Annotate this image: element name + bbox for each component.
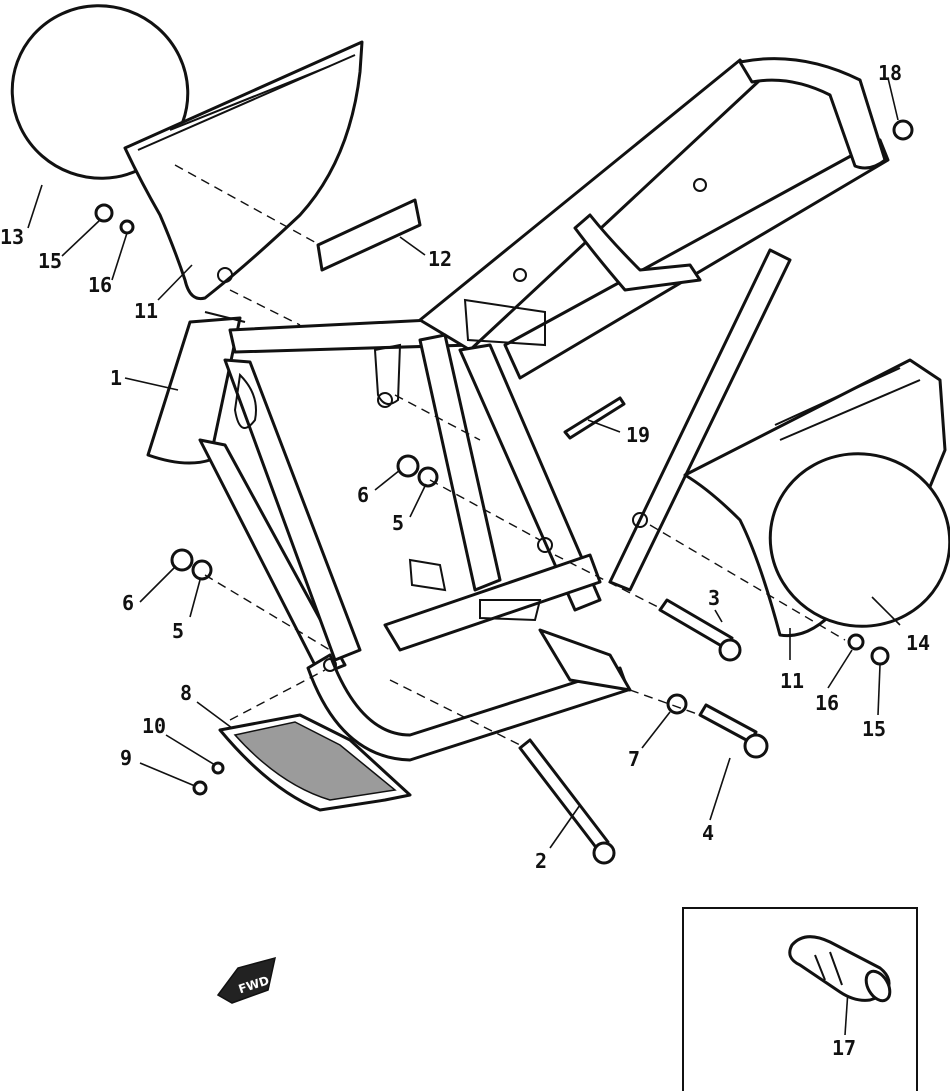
main-frame: [146, 57, 890, 762]
assembly-line: [389, 679, 521, 746]
bolt-9: [192, 780, 208, 796]
callout-11: 11: [780, 669, 804, 693]
callout-5-upper: 5: [392, 511, 404, 535]
label-plate: [316, 198, 422, 272]
bolt-4: [698, 703, 769, 759]
callout-14-right: 14: [906, 631, 930, 655]
inset-detail: [682, 907, 918, 1091]
callout-15-right: 15: [862, 717, 886, 741]
grommet-17: [892, 119, 914, 141]
washer-16-right: [847, 633, 865, 651]
callout-4: 4: [702, 821, 714, 845]
washer-16-left: [119, 219, 135, 235]
pin-19: [563, 396, 626, 440]
assembly-line: [229, 289, 301, 326]
assembly-line: [429, 479, 541, 541]
bolt-15-right: [870, 646, 890, 666]
callout-18: 17: [832, 1036, 856, 1060]
bolt-3: [658, 598, 742, 662]
callout-17: 18: [878, 61, 902, 85]
callout-6-upper: 6: [357, 483, 369, 507]
callout-1: 1: [110, 366, 122, 390]
callout-19: 19: [626, 423, 650, 447]
callout-14-left: 13: [0, 225, 24, 249]
callout-6-lower: 6: [122, 591, 134, 615]
callout-16-left: 16: [88, 273, 112, 297]
bolt-2: [518, 738, 616, 865]
washer-5-upper: [417, 466, 439, 488]
assembly-line: [204, 574, 331, 651]
callout-12: 11: [134, 299, 158, 323]
washer-5-lower: [191, 559, 213, 581]
callout-5-lower: 5: [172, 619, 184, 643]
assembly-line: [229, 669, 326, 721]
number-plate-right: [768, 452, 950, 628]
collar-6-lower: [170, 548, 194, 572]
forward-direction-marker: FWD: [216, 956, 276, 1004]
engine-guard: [218, 713, 412, 812]
assembly-line: [174, 164, 321, 246]
collar-6-upper: [396, 454, 420, 478]
assembly-line: [629, 689, 701, 716]
callout-10: 10: [142, 714, 166, 738]
callout-16-right: 16: [815, 691, 839, 715]
callout-8: 8: [180, 681, 192, 705]
assembly-line: [649, 524, 846, 641]
washer-10: [211, 761, 225, 775]
side-cover-left: [123, 40, 364, 301]
assembly-line: [554, 554, 661, 609]
callout-9: 9: [120, 746, 132, 770]
grip-18: [788, 935, 892, 1003]
callout-7: 7: [628, 747, 640, 771]
bolt-15-left: [94, 203, 114, 223]
callout-2: 2: [535, 849, 547, 873]
nut-7: [666, 693, 688, 715]
callout-13: 12: [428, 247, 452, 271]
assembly-line: [394, 394, 481, 441]
callout-3: 3: [708, 586, 720, 610]
callout-15-left: 15: [38, 249, 62, 273]
